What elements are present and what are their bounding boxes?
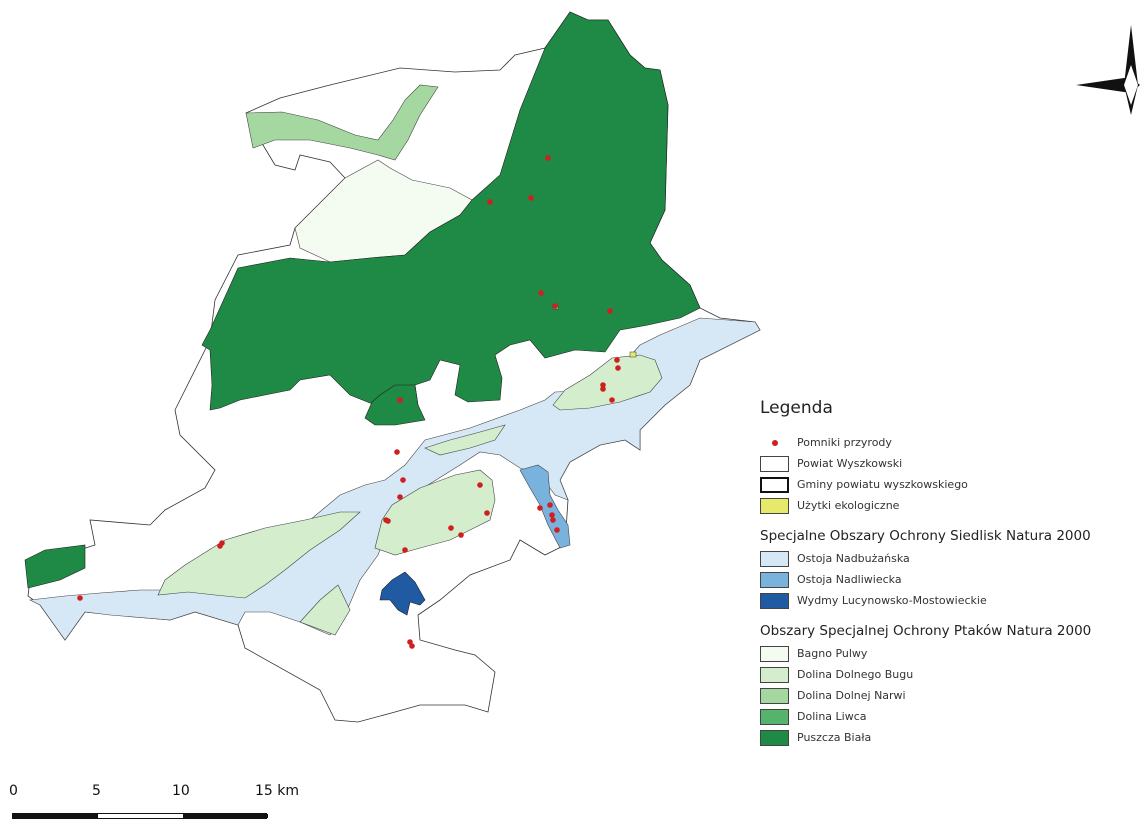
- pomnik-point: [600, 386, 606, 392]
- pomnik-point: [400, 477, 406, 483]
- legend-item: Wydmy Lucynowsko-Mostowieckie: [760, 590, 1140, 611]
- legend-label: Bagno Pulwy: [797, 647, 868, 660]
- legend-label: Użytki ekologiczne: [797, 499, 900, 512]
- pomnik-point: [397, 494, 403, 500]
- scale-segment: [98, 814, 183, 818]
- dolina-dolnego-bugu-center: [374, 469, 496, 556]
- legend-item: Dolina Dolnej Narwi: [760, 685, 1140, 706]
- scale-label: 10: [172, 783, 190, 799]
- pomnik-point: [607, 308, 613, 314]
- legend-label: Ostoja Nadbużańska: [797, 552, 910, 565]
- pomnik-point: [609, 397, 615, 403]
- dolina-dolnego-bugu-east: [552, 354, 663, 411]
- wydmy-area: [379, 571, 426, 616]
- scale-label: 5: [92, 783, 101, 799]
- pomnik-point: [458, 532, 464, 538]
- legend-item: Powiat Wyszkowski: [760, 453, 1140, 474]
- puszcza-biala-area: [201, 11, 701, 411]
- pomnik-point: [77, 595, 83, 601]
- legend-label: Gminy powiatu wyszkowskiego: [797, 478, 968, 491]
- pomnik-point: [528, 195, 534, 201]
- legend-swatch: [760, 550, 789, 567]
- legend-swatch: [760, 455, 789, 472]
- pomnik-point: [545, 155, 551, 161]
- pomnik-point: [477, 482, 483, 488]
- scale-bar: 0 5 10 15 km: [0, 783, 320, 819]
- pomnik-point: [538, 290, 544, 296]
- pomnik-point: [600, 382, 606, 388]
- pomnik-point: [394, 449, 400, 455]
- legend-swatch: [760, 571, 789, 588]
- legend-swatch: [760, 497, 789, 514]
- legend-item: Ostoja Nadliwiecka: [760, 569, 1140, 590]
- dolina-dolnego-bugu-south: [299, 584, 351, 636]
- legend-dot-icon: [771, 439, 778, 446]
- legend-item: Puszcza Biała: [760, 727, 1140, 748]
- legend-title: Legenda: [760, 398, 833, 418]
- pomnik-point: [537, 505, 543, 511]
- legend-label: Dolina Dolnego Bugu: [797, 668, 914, 681]
- legend-item: Gminy powiatu wyszkowskiego: [760, 474, 1140, 495]
- legend-swatch: [760, 687, 789, 704]
- scale-segment: [183, 814, 268, 818]
- legend-swatch: [760, 592, 789, 609]
- legend-item: Ostoja Nadbużańska: [760, 548, 1140, 569]
- legend-label: Ostoja Nadliwiecka: [797, 573, 902, 586]
- legend-swatch: [760, 435, 789, 451]
- pomnik-point: [615, 365, 621, 371]
- pomnik-point: [547, 502, 553, 508]
- scale-bar-graphic: [12, 813, 268, 819]
- pomnik-point: [397, 397, 403, 403]
- uzytki-spot: [629, 351, 637, 358]
- legend-swatch: [760, 645, 789, 662]
- legend-label: Wydmy Lucynowsko-Mostowieckie: [797, 594, 987, 607]
- pomnik-point: [217, 543, 223, 549]
- scale-label: 0: [9, 783, 18, 799]
- pomnik-point: [552, 303, 558, 309]
- pomnik-point: [409, 643, 415, 649]
- legend-label: Dolina Dolnej Narwi: [797, 689, 906, 702]
- legend-item: Pomniki przyrody: [760, 432, 1140, 453]
- dolina-dolnej-narwi-area: [245, 84, 439, 161]
- legend-swatch: [760, 729, 789, 746]
- legend-label: Powiat Wyszkowski: [797, 457, 903, 470]
- pomnik-point: [549, 512, 555, 518]
- legend-label: Pomniki przyrody: [797, 436, 892, 449]
- pomniki-points: [77, 155, 621, 649]
- pomnik-point: [402, 547, 408, 553]
- pomnik-point: [487, 199, 493, 205]
- dolina-dolnego-bugu-west: [157, 511, 361, 599]
- pomnik-point: [550, 517, 556, 523]
- legend-item: Bagno Pulwy: [760, 643, 1140, 664]
- dolina-dolnego-bugu-strip: [424, 424, 506, 456]
- legend-label: Dolina Liwca: [797, 710, 867, 723]
- puszcza-biala-patch: [364, 384, 426, 426]
- scale-label: 15 km: [255, 783, 300, 799]
- pomnik-point: [554, 527, 560, 533]
- north-arrow-icon: [1076, 25, 1140, 115]
- legend-swatch: [760, 708, 789, 725]
- legend-section-soo: Specjalne Obszary Ochrony Siedlisk Natur…: [760, 528, 1091, 544]
- pomnik-point: [484, 510, 490, 516]
- legend-item: Użytki ekologiczne: [760, 495, 1140, 516]
- legend-item: Dolina Liwca: [760, 706, 1140, 727]
- puszcza-biala-west-patch: [24, 544, 86, 589]
- legend-section-oso: Obszary Specjalnej Ochrony Ptaków Natura…: [760, 623, 1092, 639]
- scale-segment: [13, 814, 98, 818]
- legend-label: Puszcza Biała: [797, 731, 872, 744]
- pomnik-point: [385, 518, 391, 524]
- legend-swatch: [760, 666, 789, 683]
- legend-swatch: [760, 476, 789, 493]
- pomnik-point: [614, 357, 620, 363]
- legend-item: Dolina Dolnego Bugu: [760, 664, 1140, 685]
- pomnik-point: [448, 525, 454, 531]
